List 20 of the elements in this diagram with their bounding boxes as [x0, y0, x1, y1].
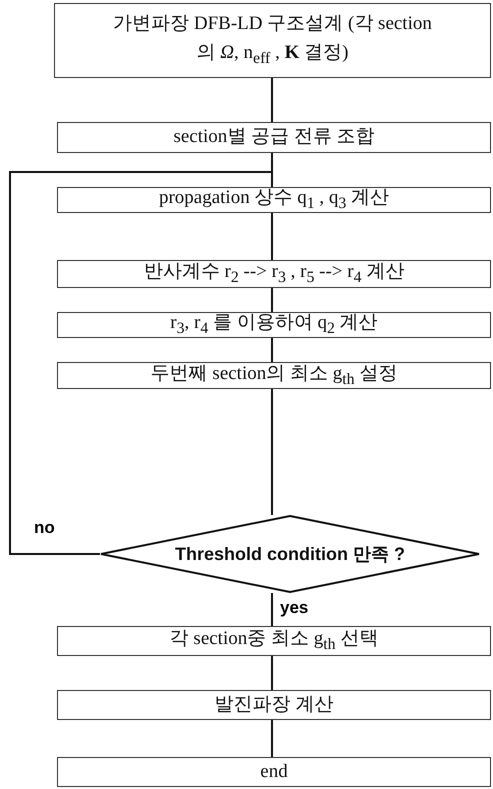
- connector-line: [271, 213, 273, 260]
- process-box: r$_{3}$, r$_{4}$ 를 이용하여 q$_{2}$ 계산: [57, 312, 491, 338]
- process-box: section별 공급 전류 조합: [57, 122, 491, 153]
- process-box: 두번째 section의 최소 g$_{th}$ 설정: [57, 362, 491, 389]
- decision-diamond: [100, 515, 480, 593]
- connector-line: [271, 593, 273, 626]
- process-box: end: [57, 757, 491, 787]
- process-box: 발진파장 계산: [57, 690, 491, 720]
- process-box: 가변파장 DFB-LD 구조설계 (각 section의 Ω, n$_{eff}$ , K 결정): [54, 3, 491, 78]
- connector-line: [271, 338, 273, 362]
- process-box: 각 section중 최소 g$_{th}$ 선택: [57, 626, 491, 656]
- connector-line: [271, 288, 273, 312]
- connector-line: [271, 389, 273, 515]
- connector-line: [9, 171, 273, 555]
- process-box: 반사계수 r$_{2}$ --> r$_{3}$ , r$_{5}$ --> r$_{4}$ 계산: [57, 260, 491, 288]
- connector-line: [271, 656, 273, 690]
- condition-text: Threshold condition 만족 ?: [175, 543, 405, 566]
- process-box: propagation 상수 q$_{1}$ , q$_{3}$ 계산: [57, 187, 491, 213]
- connector-line: [271, 78, 273, 122]
- connector-line: [271, 720, 273, 757]
